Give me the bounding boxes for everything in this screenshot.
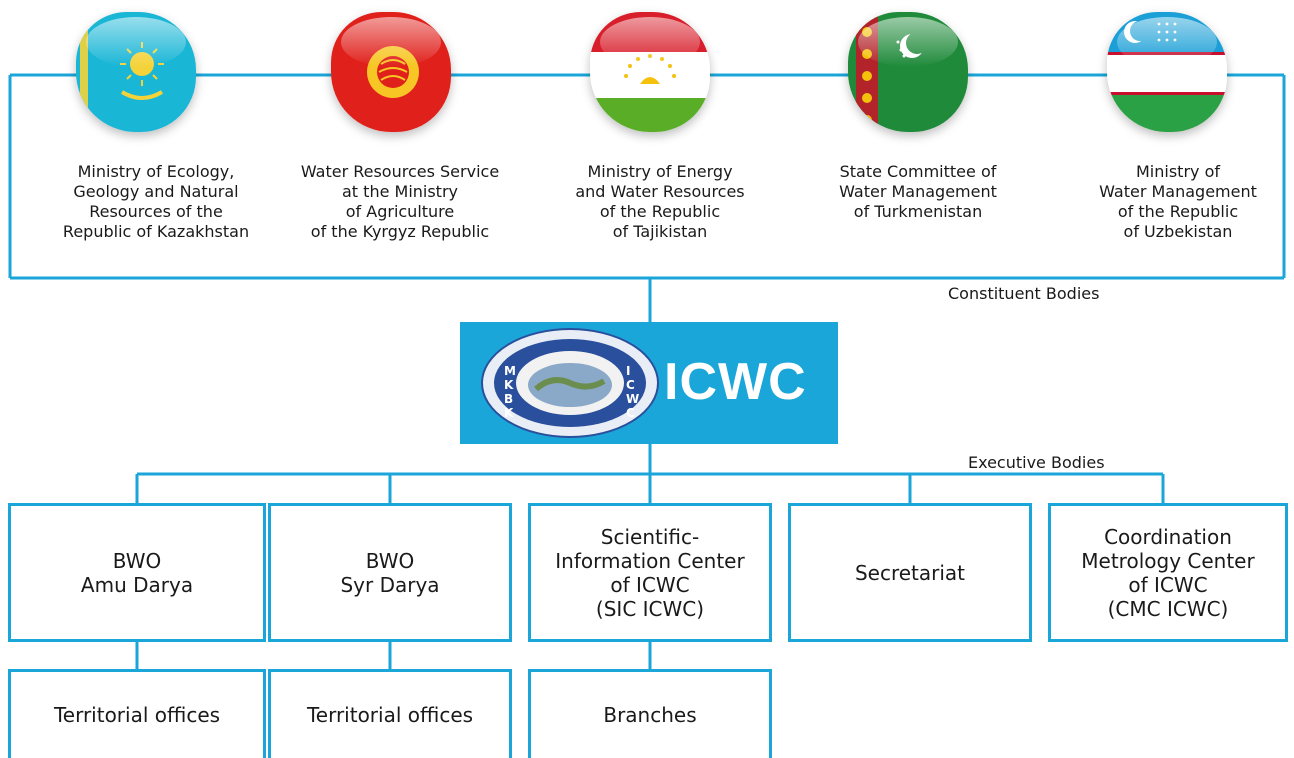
executive-label: Coordination Metrology Center of ICWC (C… xyxy=(1081,524,1255,621)
icwc-title: ICWC xyxy=(664,353,807,411)
executive-label: BWO Amu Darya xyxy=(80,548,194,597)
executive-box-sic-icwc: Scientific- Information Center of ICWC (… xyxy=(528,503,772,642)
tajikistan-flag-icon xyxy=(590,12,710,132)
turkmenistan-flag-icon xyxy=(848,12,968,132)
svg-text:C: C xyxy=(626,378,635,392)
svg-text:W: W xyxy=(626,392,639,406)
ministry-tajikistan-label: Ministry of Energy and Water Resources o… xyxy=(575,162,745,241)
svg-text:M: M xyxy=(504,364,516,378)
subordinate-box-territorial-offices-syr: Territorial offices xyxy=(268,669,512,758)
ministry-kazakhstan-label: Ministry of Ecology, Geology and Natural… xyxy=(62,162,250,241)
subordinate-box-territorial-offices-amu: Territorial offices xyxy=(8,669,266,758)
svg-text:I: I xyxy=(626,364,630,378)
svg-text:B: B xyxy=(504,392,513,406)
executive-box-bwo-amu-darya: BWO Amu Darya xyxy=(8,503,266,642)
constituent-bodies-label: Constituent Bodies xyxy=(948,284,1100,303)
kyrgyzstan-flag-icon xyxy=(331,12,451,132)
executive-bodies-label: Executive Bodies xyxy=(968,453,1105,472)
executive-label: BWO Syr Darya xyxy=(340,548,440,597)
svg-text:C: C xyxy=(626,406,635,420)
ministry-turkmenistan-label: State Committee of Water Management of T… xyxy=(839,162,997,221)
subordinate-label: Branches xyxy=(603,703,697,727)
executive-box-cmc-icwc: Coordination Metrology Center of ICWC (C… xyxy=(1048,503,1288,642)
subordinate-label: Territorial offices xyxy=(53,703,221,727)
executive-label: Scientific- Information Center of ICWC (… xyxy=(555,524,745,621)
ministry-kyrgyzstan-label: Water Resources Service at the Ministry … xyxy=(300,162,500,241)
uzbekistan-flag-icon xyxy=(1107,12,1227,132)
ministry-uzbekistan-label: Ministry of Water Management of the Repu… xyxy=(1099,162,1257,241)
subordinate-label: Territorial offices xyxy=(306,703,474,727)
kazakhstan-flag-icon xyxy=(76,12,196,132)
executive-box-bwo-syr-darya: BWO Syr Darya xyxy=(268,503,512,642)
subordinate-box-branches: Branches xyxy=(528,669,772,758)
svg-text:K: K xyxy=(504,406,514,420)
svg-text:K: K xyxy=(504,378,514,392)
executive-label: Secretariat xyxy=(854,560,966,585)
executive-box-secretariat: Secretariat xyxy=(788,503,1032,642)
